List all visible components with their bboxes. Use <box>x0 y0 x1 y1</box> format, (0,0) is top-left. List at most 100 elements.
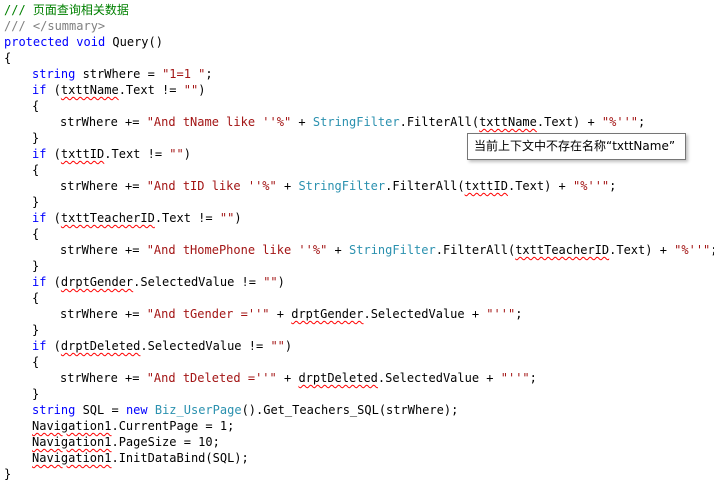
type-name: StringFilter <box>298 179 386 193</box>
brace: } <box>4 467 12 481</box>
keyword-void: void <box>76 35 106 49</box>
code-line-if: if (txttID.Text != "") <box>32 146 191 162</box>
string-literal: "And tName like ''%" <box>146 115 292 129</box>
identifier-error: drptGender <box>60 275 134 289</box>
string-literal: "%''" <box>573 179 610 193</box>
brace: } <box>32 259 40 273</box>
paren: ) <box>284 339 293 353</box>
paren: ( <box>46 275 61 289</box>
member-access: .Text) + <box>536 115 602 129</box>
method-call: .FilterAll( <box>385 179 465 193</box>
string-literal: "''" <box>486 307 516 321</box>
string-literal: "%''" <box>601 115 639 129</box>
brace: { <box>4 51 12 65</box>
comment-tag: </summary> <box>32 19 106 33</box>
assign: strWhere += <box>60 371 147 385</box>
statement-rest: .PageSize = 10; <box>111 435 220 449</box>
paren: ( <box>46 83 61 97</box>
string-literal: "" <box>169 147 184 161</box>
brace: { <box>32 227 40 241</box>
code-line-method-signature: protected void Query() <box>4 34 163 50</box>
identifier-error: txttID <box>464 179 508 193</box>
paren: ) <box>198 83 206 97</box>
code-line-close-brace: } <box>32 322 39 338</box>
string-literal: "" <box>219 211 235 225</box>
operator: + <box>269 307 292 321</box>
paren: ) <box>234 211 242 225</box>
identifier-error: txttName <box>60 83 119 97</box>
member-access: .SelectedValue + <box>363 307 487 321</box>
paren: ( <box>46 147 61 161</box>
keyword-protected: protected <box>4 35 70 49</box>
member-access: .Text) + <box>507 179 574 193</box>
identifier-error: drptGender <box>291 307 364 321</box>
identifier-error: drptDeleted <box>298 371 378 385</box>
keyword-if: if <box>32 275 47 289</box>
paren: ( <box>46 211 61 225</box>
keyword-if: if <box>32 83 47 97</box>
brace: { <box>32 99 40 113</box>
code-line-comment-end: /// </summary> <box>4 18 105 34</box>
code-line-close-brace: } <box>32 194 39 210</box>
member-access: .SelectedValue != <box>140 339 271 353</box>
member-access: .Text) + <box>609 243 675 257</box>
operator: + <box>327 243 350 257</box>
string-literal: "And tGender =''" <box>146 307 270 321</box>
method-call: ().Get_Teachers_SQL(strWhere); <box>241 403 459 417</box>
paren: ( <box>46 339 61 353</box>
tooltip-text: 当前上下文中不存在名称“txttName” <box>474 139 676 153</box>
code-line-navigation: Navigation1.InitDataBind(SQL); <box>32 450 249 466</box>
statement-rest: .InitDataBind(SQL); <box>111 451 249 465</box>
code-line-statement: strWhere += "And tID like ''%" + StringF… <box>60 178 616 194</box>
string-literal: "And tHomePhone like ''%" <box>146 243 328 257</box>
code-line-open-brace: { <box>32 226 39 242</box>
identifier-error: txttID <box>60 147 105 161</box>
string-literal: "''" <box>500 371 530 385</box>
method-name: Query() <box>112 35 163 49</box>
type-name: Biz_UserPage <box>154 403 242 417</box>
semicolon: ; <box>515 307 523 321</box>
string-literal: "And tID like ''%" <box>146 179 277 193</box>
keyword-if: if <box>32 211 47 225</box>
identifier-error: Navigation1 <box>32 419 112 433</box>
code-line-open-brace: { <box>32 98 39 114</box>
code-line-close-brace: } <box>4 466 11 482</box>
assign: strWhere += <box>60 179 147 193</box>
code-line-open-brace: { <box>32 354 39 370</box>
code-line-if: if (txttTeacherID.Text != "") <box>32 210 242 226</box>
code-line-close-brace: } <box>32 258 39 274</box>
brace: } <box>32 387 40 401</box>
string-literal: "1=1 " <box>162 67 206 81</box>
code-line-close-brace: } <box>32 386 39 402</box>
code-line-declaration: string strWhere = "1=1 "; <box>32 66 213 82</box>
code-line-open-brace: { <box>32 162 39 178</box>
code-line-if: if (drptDeleted.SelectedValue != "") <box>32 338 292 354</box>
brace: { <box>32 291 40 305</box>
assign: strWhere += <box>60 243 147 257</box>
string-literal: "%''" <box>674 243 711 257</box>
paren: ) <box>183 147 191 161</box>
keyword-if: if <box>32 339 47 353</box>
keyword-new: new <box>125 403 148 417</box>
code-line-if: if (drptGender.SelectedValue != "") <box>32 274 285 290</box>
code-line-navigation: Navigation1.CurrentPage = 1; <box>32 418 234 434</box>
brace: { <box>32 355 40 369</box>
member-access: .SelectedValue + <box>377 371 501 385</box>
keyword-string: string <box>32 67 76 81</box>
type-name: StringFilter <box>312 115 400 129</box>
code-line-open-brace: { <box>32 290 39 306</box>
identifier-error: drptDeleted <box>60 339 141 353</box>
semicolon: ; <box>529 371 537 385</box>
member-access: .SelectedValue != <box>133 275 264 289</box>
method-call: .FilterAll( <box>435 243 516 257</box>
code-line-sql: string SQL = new Biz_UserPage().Get_Teac… <box>32 402 458 418</box>
identifier-error: Navigation1 <box>32 451 112 465</box>
operator: + <box>291 115 313 129</box>
keyword-string: string <box>32 403 76 417</box>
string-literal: "" <box>263 275 278 289</box>
brace: } <box>32 131 40 145</box>
code-line-navigation: Navigation1.PageSize = 10; <box>32 434 220 450</box>
identifier-error: Navigation1 <box>32 435 112 449</box>
brace: } <box>32 195 40 209</box>
